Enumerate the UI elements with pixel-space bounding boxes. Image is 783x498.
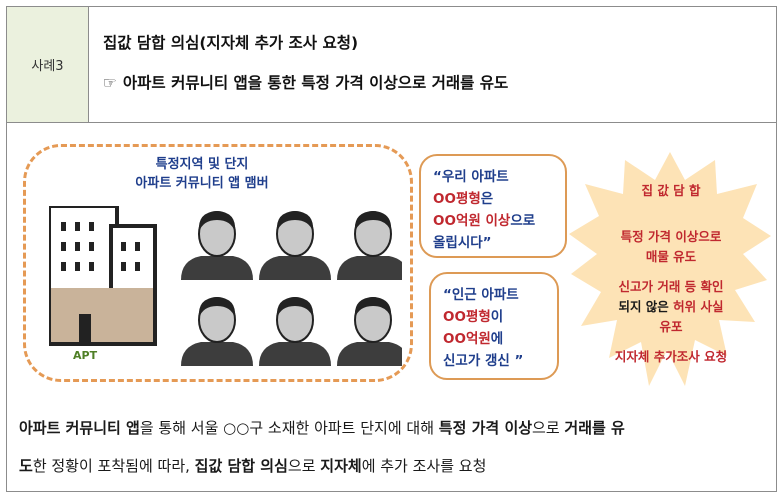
burst-line7: 지자체 추가조사 요청: [614, 349, 728, 364]
apt-label: APT: [73, 349, 98, 362]
community-group-bubble: [23, 144, 413, 382]
desc-text-3: 한 정황이 포착됨에 따라,: [32, 457, 195, 475]
apartment-building-icon: [49, 206, 157, 346]
burst-title: 집 값 담 합: [641, 183, 701, 198]
case-title: 집값 담합 의심(지자체 추가 조사 요청): [103, 34, 359, 52]
bubble2-line4: 신고가 갱신 ”: [443, 353, 524, 369]
desc-bold-trade: 거래를 유: [564, 419, 625, 437]
group-title-2: 아파트 커뮤니티 앱 맴버: [135, 176, 269, 191]
case-subtitle: ☞ 아파트 커뮤니티 앱을 통한 특정 가격 이상으로 거래를 유도: [103, 71, 508, 93]
burst-line5-dark: 되지 않은: [618, 299, 674, 314]
desc-text-1: 을 통해 서울 ○○구 소재한 아파트 단지에 대해: [139, 419, 439, 437]
case-subtitle-text: 아파트 커뮤니티 앱을 통한 특정 가격 이상으로 거래를 유도: [122, 74, 509, 92]
speech-bubble-1: “우리 아파트 OO평형은 OO억원 이상으로 올립시다”: [419, 154, 567, 258]
bubble2-line3-red: OO억원: [443, 331, 491, 347]
bubble1-line3-rest: 으로: [510, 213, 536, 229]
desc-bold-collusion: 집값 담합 의심: [194, 457, 288, 475]
desc-text-5: 에 추가 조사를 요청: [361, 457, 487, 475]
case-label: 사례3: [7, 7, 89, 123]
bubble1-line2-rest: 은: [480, 191, 494, 207]
burst-line4: 신고가 거래 등 확인: [618, 279, 724, 294]
group-title-1: 특정지역 및 단지: [155, 157, 249, 172]
illustration: 특정지역 및 단지 아파트 커뮤니티 앱 맴버 APT: [7, 124, 776, 394]
bubble1-line1: “우리 아파트: [433, 169, 509, 185]
bubble2-line3-rest: 에: [490, 331, 504, 347]
desc-text-2: 으로: [532, 419, 565, 437]
burst-line2: 특정 가격 이상으로: [620, 229, 722, 244]
desc-bold-do: 도: [19, 457, 33, 475]
burst-line6: 유포: [659, 319, 683, 334]
desc-bold-app: 아파트 커뮤니티 앱: [19, 419, 140, 437]
burst-text-block: 집 값 담 합 특정 가격 이상으로 매물 유도 신고가 거래 등 확인 되지 …: [571, 150, 777, 390]
burst-line5-red: 허위 사실: [673, 299, 724, 314]
desc-bold-price: 특정 가격 이상: [438, 419, 533, 437]
community-members-icons: [180, 210, 402, 367]
case-header: 집값 담합 의심(지자체 추가 조사 요청) ☞ 아파트 커뮤니티 앱을 통한 특…: [89, 7, 776, 123]
bubble1-line2-red: OO평형: [433, 191, 481, 207]
bubble1-line3-red: OO억원 이상: [433, 213, 511, 229]
bubble2-line2-rest: 이: [490, 309, 504, 325]
description-line-2: 도한 정황이 포착됨에 따라, 집값 담합 의심으로 지자체에 추가 조사를 요…: [19, 455, 769, 476]
pointing-hand-icon: ☞: [103, 74, 117, 92]
bubble2-line1: “인근 아파트: [443, 287, 519, 303]
speech-bubble-2: “인근 아파트 OO평형이 OO억원에 신고가 갱신 ”: [429, 272, 559, 380]
desc-text-4: 으로: [287, 457, 321, 475]
description-line-1: 아파트 커뮤니티 앱을 통해 서울 ○○구 소재한 아파트 단지에 대해 특정 …: [19, 417, 769, 438]
case-table: 사례3 집값 담합 의심(지자체 추가 조사 요청) ☞ 아파트 커뮤니티 앱을 …: [6, 6, 777, 492]
bubble1-line4: 올립시다”: [433, 235, 492, 251]
burst-line5: 되지 않은 허위 사실: [571, 296, 771, 315]
burst-shape: [569, 152, 771, 386]
desc-bold-municipality: 지자체: [320, 457, 362, 475]
bubble2-line2-red: OO평형: [443, 309, 491, 325]
burst-line3: 매물 유도: [645, 249, 697, 264]
